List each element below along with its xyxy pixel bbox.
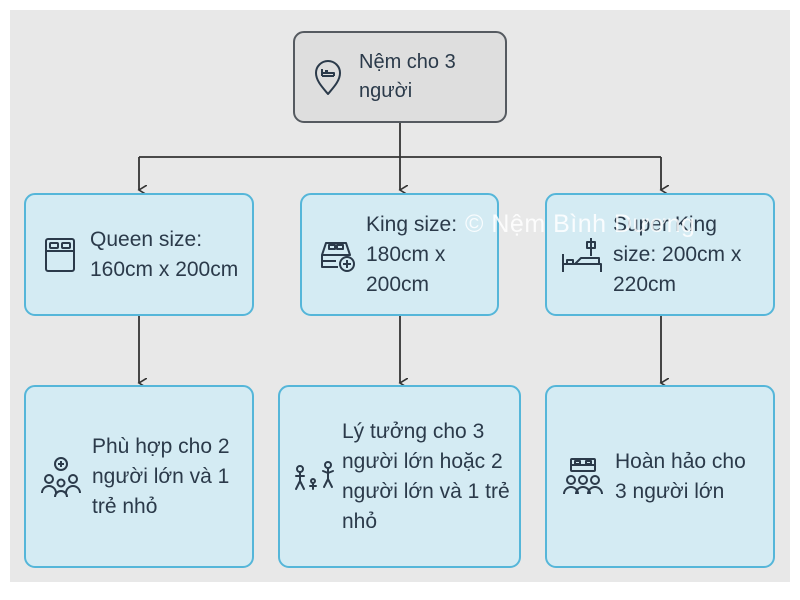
queen-fit-card: Phù hợp cho 2 người lớn và 1 trẻ nhỏ [24, 385, 254, 568]
king-fit-label: Lý tưởng cho 3 người lớn hoặc 2 người lớ… [342, 419, 510, 533]
super-king-fit-card: Hoàn hảo cho 3 người lớn [545, 385, 775, 568]
queen-size-card: Queen size: 160cm x 200cm [24, 193, 254, 316]
super-king-fit-label: Hoàn hảo cho 3 người lớn [615, 449, 746, 503]
root-node: Nệm cho 3 người [293, 31, 507, 123]
bed-add-icon [318, 235, 358, 275]
playing-family-icon [292, 459, 336, 495]
family-add-icon [40, 455, 82, 499]
watermark: © Nệm Bình Dương [465, 210, 696, 238]
root-label: Nệm cho 3 người [359, 51, 456, 102]
hospital-bed-icon [559, 232, 605, 278]
king-fit-card: Lý tưởng cho 3 người lớn hoặc 2 người lớ… [278, 385, 521, 568]
super-king-size-card: Super King size: 200cm x 220cm [545, 193, 775, 316]
queen-size-label: Queen size: 160cm x 200cm [90, 227, 239, 281]
group-bed-icon [563, 456, 603, 498]
king-size-card: King size: 180cm x 200cm [300, 193, 499, 316]
queen-fit-label: Phù hợp cho 2 người lớn và 1 trẻ nhỏ [92, 434, 230, 518]
mattress-icon [42, 235, 78, 275]
king-size-label: King size: 180cm x 200cm [366, 212, 458, 296]
bed-pin-icon [311, 57, 345, 97]
super-king-size-label: Super King size: 200cm x 220cm [613, 212, 742, 296]
